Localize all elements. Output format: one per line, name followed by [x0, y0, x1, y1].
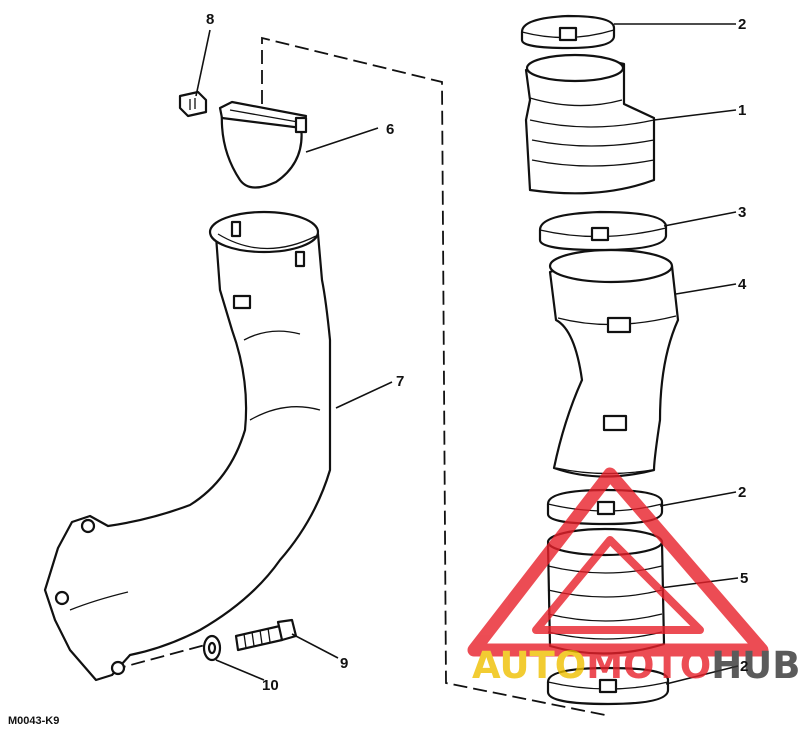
leader-6: [305, 127, 379, 153]
leader-3: [663, 211, 737, 227]
callout-8: 8: [206, 11, 214, 28]
leader-8: [195, 29, 211, 97]
svg-text:AUTOMOTOHUB: AUTOMOTOHUB: [472, 644, 800, 687]
part-9-bolt: [234, 618, 298, 652]
assembly-dashed-line: [261, 36, 611, 717]
callout-9: 9: [340, 655, 348, 672]
leader-10: [215, 659, 265, 681]
leader-2b: [659, 491, 737, 507]
part-7-elbow-duct: [43, 210, 332, 682]
part-8-clip: [178, 90, 208, 118]
watermark-hub: HUB: [711, 644, 800, 687]
part-3-clamp: [538, 210, 668, 252]
leader-7: [335, 381, 393, 409]
callout-7: 7: [396, 373, 404, 390]
callout-1: 1: [738, 102, 746, 119]
figure-code: M0043-K9: [8, 715, 59, 727]
callout-4: 4: [738, 276, 747, 293]
watermark-auto: AUTO: [472, 644, 586, 687]
leader-1: [653, 109, 737, 121]
callout-10: 10: [262, 677, 279, 694]
callout-5: 5: [740, 570, 748, 587]
part-2-clamp-top: [520, 14, 616, 50]
callout-2-top: 2: [738, 16, 746, 33]
callout-2-middle: 2: [738, 484, 746, 501]
mounting-dashed-line: [111, 644, 206, 671]
leader-2c: [665, 665, 739, 685]
part-10-washer: [202, 634, 222, 662]
leader-4: [675, 283, 737, 295]
part-1-coupler: [524, 53, 656, 195]
leader-9: [291, 633, 339, 659]
part-2-clamp-bottom: [546, 666, 670, 706]
part-6-flap: [218, 100, 308, 189]
watermark-moto: MOTO: [586, 644, 711, 687]
callout-6: 6: [386, 121, 394, 138]
callout-3: 3: [738, 204, 746, 221]
part-4-flex-tube: [548, 248, 680, 478]
callout-2-bottom: 2: [740, 658, 748, 675]
watermark-logo: AUTOMOTOHUB: [467, 467, 800, 687]
